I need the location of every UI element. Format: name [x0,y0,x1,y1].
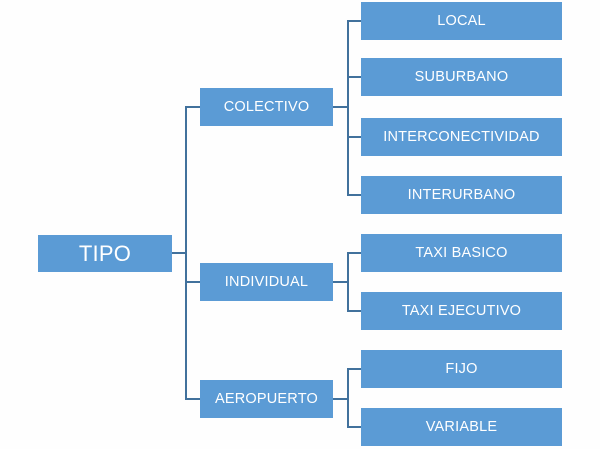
connector-individual-to-taxi-basico [347,252,361,254]
node-suburbano[interactable]: SUBURBANO [361,58,562,96]
connector-colectivo-to-interurbano [347,194,361,196]
connector-individual-spine [347,253,349,311]
node-individual[interactable]: INDIVIDUAL [200,263,333,301]
connector-colectivo-to-local [347,20,361,22]
node-local[interactable]: LOCAL [361,2,562,40]
connector-trunk-to-colectivo [185,106,200,108]
connector-aeropuerto-spine [347,369,349,427]
node-taxi-basico[interactable]: TAXI BASICO [361,234,562,272]
connector-individual-to-taxi-ejecutivo [347,310,361,312]
node-fijo[interactable]: FIJO [361,350,562,388]
connector-aeropuerto-stub [333,398,348,400]
connector-trunk-to-individual [185,281,200,283]
connector-trunk-to-aeropuerto [185,398,200,400]
connector-root-trunk [185,107,187,400]
connector-individual-stub [333,281,348,283]
node-variable[interactable]: VARIABLE [361,408,562,446]
node-colectivo[interactable]: COLECTIVO [200,88,333,126]
connector-colectivo-to-suburbano [347,76,361,78]
node-interurbano[interactable]: INTERURBANO [361,176,562,214]
node-interconectividad[interactable]: INTERCONECTIVIDAD [361,118,562,156]
connector-colectivo-spine [347,21,349,196]
connector-colectivo-to-interconectividad [347,136,361,138]
node-tipo[interactable]: TIPO [38,235,172,272]
node-aeropuerto[interactable]: AEROPUERTO [200,380,333,418]
connector-colectivo-stub [333,106,348,108]
connector-aeropuerto-to-variable [347,426,361,428]
connector-root-stub [172,252,186,254]
node-taxi-ejecutivo[interactable]: TAXI EJECUTIVO [361,292,562,330]
connector-aeropuerto-to-fijo [347,368,361,370]
